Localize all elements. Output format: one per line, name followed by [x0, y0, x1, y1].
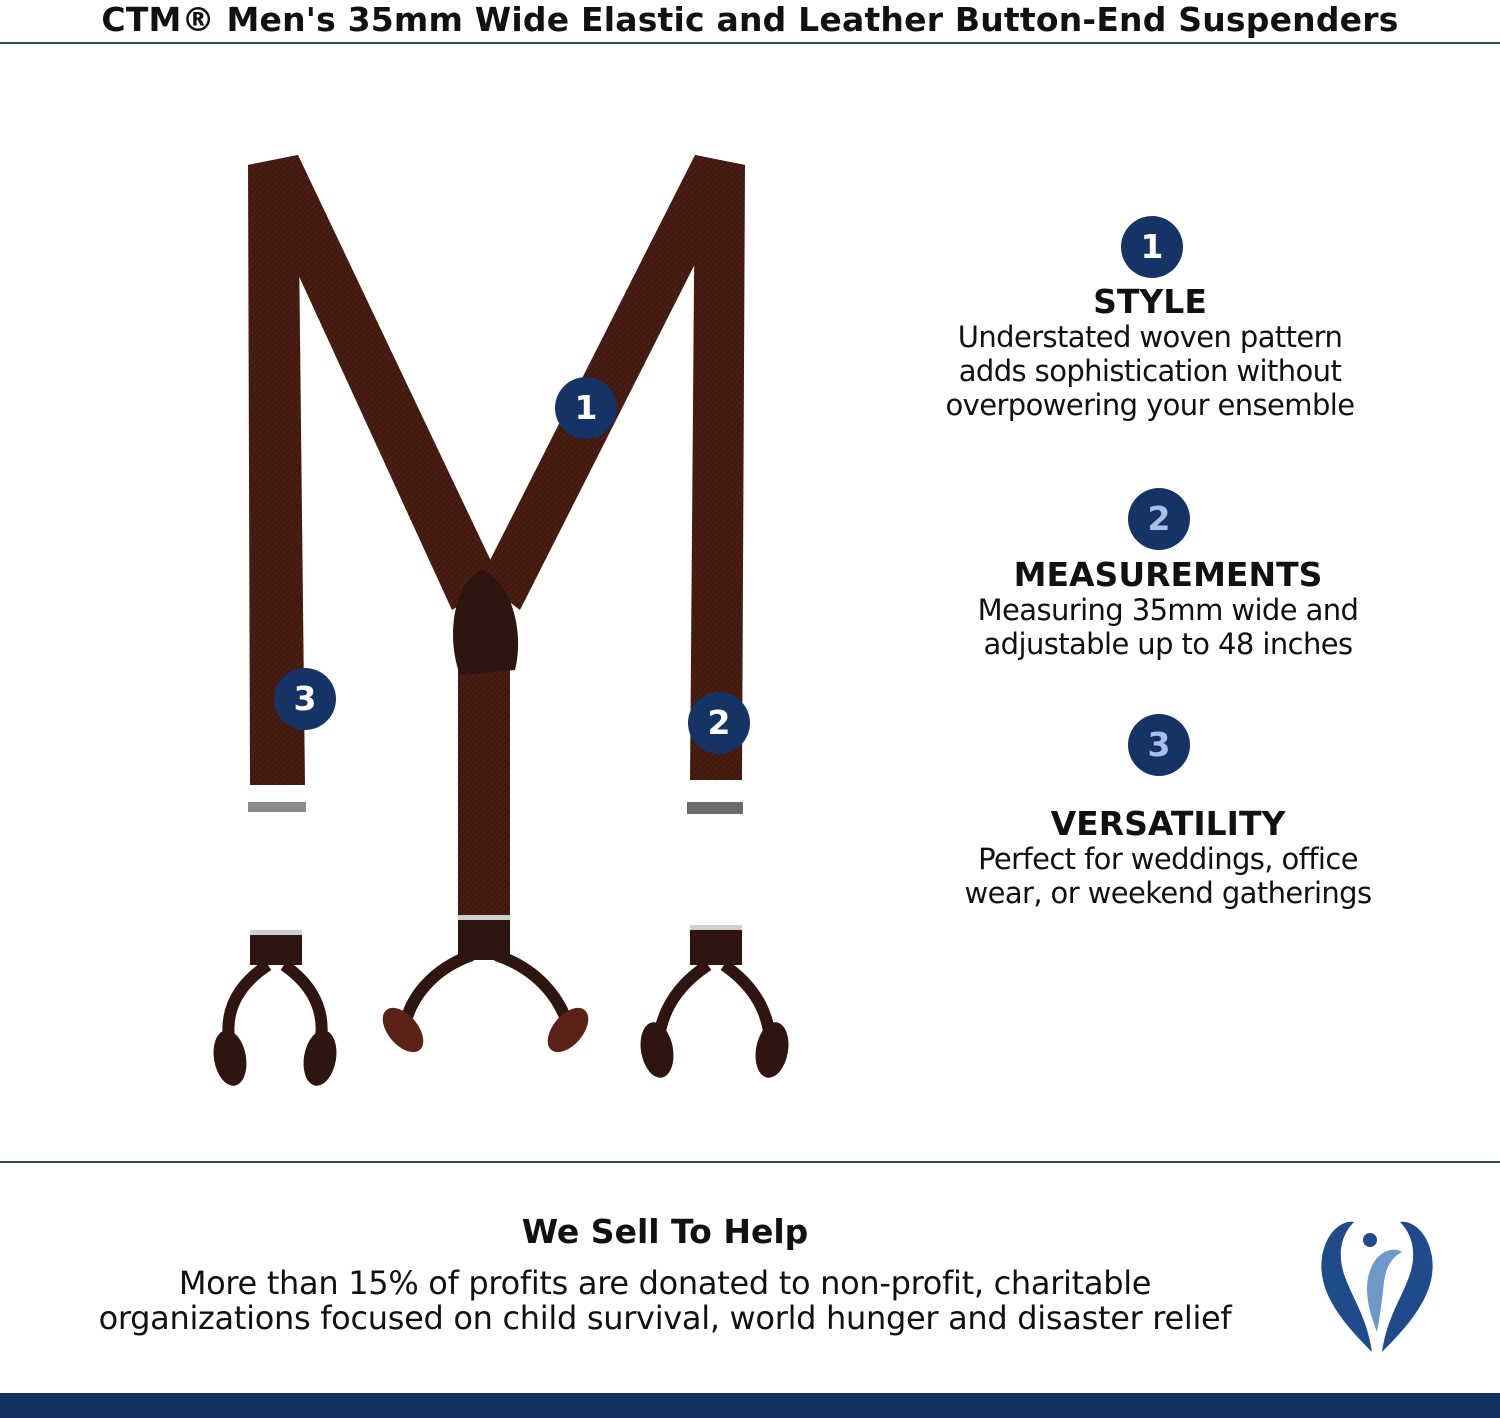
page-title: CTM® Men's 35mm Wide Elastic and Leather… [101, 0, 1399, 39]
feature-measurements: MEASUREMENTS Measuring 35mm wide and adj… [908, 555, 1428, 662]
feature-badge-1: 1 [1121, 216, 1183, 278]
left-diagonal-strap [248, 155, 500, 610]
right-diagonal-strap [480, 155, 745, 610]
feature-desc-line: adjustable up to 48 inches [983, 627, 1354, 661]
header-divider [0, 42, 1500, 44]
feature-versatility: VERSATILITY Perfect for weddings, office… [908, 804, 1428, 911]
right-slider [687, 802, 743, 814]
feature-desc-line: Measuring 35mm wide and [977, 593, 1359, 627]
footer-bar [0, 1393, 1500, 1418]
feature-badge-3: 3 [1128, 714, 1190, 776]
left-strap [248, 155, 305, 785]
feature-desc-line: adds sophistication without [958, 354, 1342, 388]
feature-desc-line: Understated woven pattern [957, 320, 1343, 354]
feature-badge-2: 2 [1128, 488, 1190, 550]
feature-desc-line: wear, or weekend gatherings [964, 876, 1372, 910]
suspenders-illustration [213, 155, 789, 1086]
leather-patch [453, 570, 519, 675]
feature-title: VERSATILITY [1050, 804, 1286, 843]
feature-desc-line: overpowering your ensemble [945, 388, 1356, 422]
footer-desc-line: organizations focused on child survival,… [98, 1299, 1232, 1337]
feature-title: STYLE [1093, 282, 1207, 321]
footer-title: We Sell To Help [521, 1212, 809, 1251]
feature-desc-line: Perfect for weddings, office [978, 842, 1358, 876]
feature-title: MEASUREMENTS [1013, 555, 1323, 594]
feature-style: STYLE Understated woven pattern adds sop… [890, 282, 1410, 423]
right-strap [690, 155, 745, 780]
section-divider [0, 1161, 1500, 1163]
callout-badge-2: 2 [688, 692, 750, 754]
left-slider [248, 802, 306, 812]
back-strap [458, 640, 510, 920]
heart-bird-logo-icon [1321, 1221, 1433, 1352]
footer-description: More than 15% of profits are donated to … [40, 1266, 1290, 1336]
footer-desc-line: More than 15% of profits are donated to … [178, 1264, 1152, 1302]
callout-badge-1: 1 [555, 377, 617, 439]
callout-badge-3: 3 [274, 668, 336, 730]
